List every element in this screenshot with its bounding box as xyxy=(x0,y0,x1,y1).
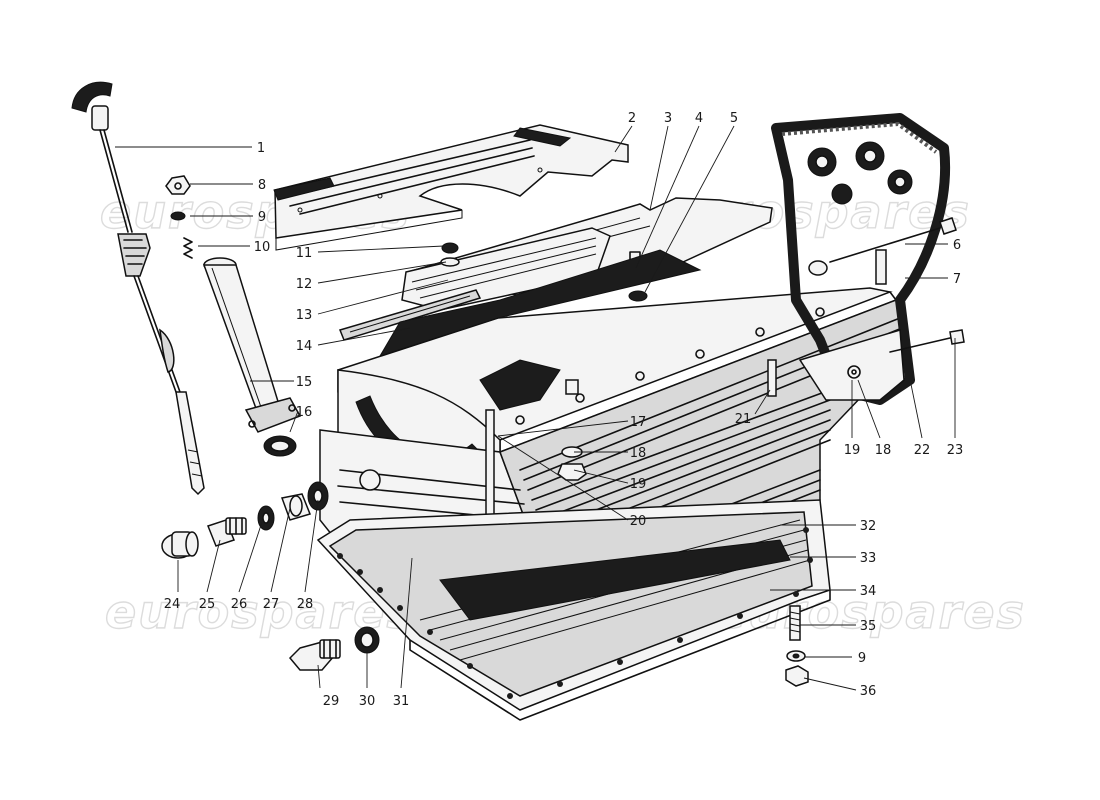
callout-label: 7 xyxy=(953,272,961,287)
callout-label: 20 xyxy=(630,514,647,529)
leader-line xyxy=(649,125,669,211)
callout-label: 18 xyxy=(630,446,647,461)
callout-label: 12 xyxy=(296,277,313,292)
pan-stud-washer-nut xyxy=(785,605,809,687)
callout-label: 36 xyxy=(860,684,877,699)
callout-label: 19 xyxy=(630,477,647,492)
callout-label: 31 xyxy=(393,694,410,709)
callout-label: 34 xyxy=(860,584,877,599)
lower-oil-pan xyxy=(316,499,831,721)
leader-line xyxy=(270,507,291,593)
leader-line xyxy=(803,677,857,691)
callout-label: 24 xyxy=(164,597,181,612)
leader-line xyxy=(573,469,629,484)
callout-label: 33 xyxy=(860,551,877,566)
leader-line xyxy=(317,245,445,253)
leader-line xyxy=(635,125,700,269)
leader-line xyxy=(317,664,321,689)
dipstick-tube-part xyxy=(202,257,302,457)
dipstick-part xyxy=(71,81,205,496)
leader-line xyxy=(289,410,299,433)
callout-label: 5 xyxy=(730,111,738,126)
callout-label: 22 xyxy=(914,443,931,458)
leader-line xyxy=(304,499,319,593)
callout-label: 16 xyxy=(296,405,313,420)
leader-line xyxy=(317,279,449,315)
upper-baffle-plate xyxy=(273,124,629,251)
leader-line xyxy=(497,420,629,437)
callout-label: 9 xyxy=(258,210,266,225)
callout-label: 6 xyxy=(953,238,961,253)
leader-line xyxy=(238,521,263,593)
callout-label: 4 xyxy=(695,111,703,126)
callout-label: 14 xyxy=(296,339,313,354)
leader-line xyxy=(497,435,629,521)
leader-line xyxy=(644,125,735,293)
callout-label: 10 xyxy=(254,240,271,255)
callout-label: 26 xyxy=(231,597,248,612)
leader-line xyxy=(317,327,411,346)
leader-line xyxy=(400,557,413,689)
callout-label: 35 xyxy=(860,619,877,634)
callout-label: 28 xyxy=(297,597,314,612)
callout-label: 29 xyxy=(323,694,340,709)
dipstick-nut-washer-spring xyxy=(165,175,193,259)
callout-label: 9 xyxy=(858,651,866,666)
leader-line xyxy=(317,261,447,284)
callout-label: 2 xyxy=(628,111,636,126)
callout-label: 27 xyxy=(263,597,280,612)
callout-label: 25 xyxy=(199,597,216,612)
leader-line xyxy=(754,389,771,415)
fittings-group xyxy=(161,481,380,671)
cover-plate-and-bolts xyxy=(798,217,965,401)
callout-label: 19 xyxy=(844,443,861,458)
callout-label: 1 xyxy=(257,141,265,156)
callout-label: 17 xyxy=(630,415,647,430)
callout-label: 30 xyxy=(359,694,376,709)
callout-label: 11 xyxy=(296,246,313,261)
callout-label: 18 xyxy=(875,443,892,458)
callout-label: 32 xyxy=(860,519,877,534)
callout-label: 23 xyxy=(947,443,964,458)
callout-label: 8 xyxy=(258,178,266,193)
callout-label: 13 xyxy=(296,308,313,323)
callout-label: 21 xyxy=(735,412,752,427)
leader-line xyxy=(904,354,923,439)
leader-line xyxy=(857,379,881,439)
leader-line xyxy=(206,539,221,593)
callout-label: 3 xyxy=(664,111,672,126)
strip-gasket xyxy=(338,289,482,341)
callout-label: 15 xyxy=(296,375,313,390)
leader-line xyxy=(614,125,633,153)
